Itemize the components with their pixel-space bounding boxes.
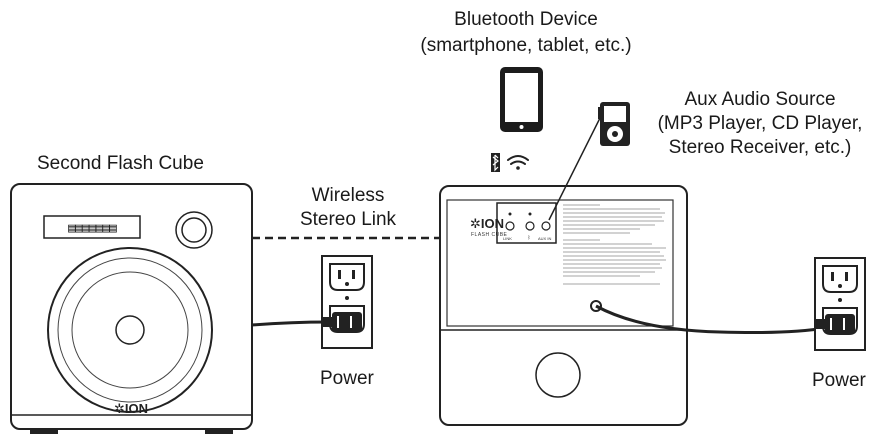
power-left-label: Power <box>320 368 374 389</box>
led-display <box>43 215 141 239</box>
panel-link-label: LINK <box>503 236 512 241</box>
power-outlet-right <box>814 257 866 351</box>
speaker-cone <box>47 247 213 413</box>
power-outlet-left <box>321 255 373 349</box>
volume-knob <box>175 211 213 249</box>
aux-line2: (MP3 Player, CD Player, <box>657 113 863 134</box>
aux-title: Aux Audio Source <box>684 89 836 110</box>
bass-port <box>535 352 581 398</box>
aux-source-label: Aux Audio Source (MP3 Player, CD Player,… <box>640 88 880 159</box>
bluetooth-icon <box>491 153 500 172</box>
main-flash-cube-rear: ᛒ <box>439 185 688 426</box>
second-cube-label: Second Flash Cube <box>37 153 204 174</box>
left-brand-logo: ✲ION <box>114 401 148 416</box>
panel-aux-label: AUX IN <box>538 236 551 241</box>
wireless-link-label: Wireless Stereo Link <box>283 184 413 231</box>
wireless-line2: Stereo Link <box>299 209 397 230</box>
second-flash-cube: ▤▤▤▤▤▤▤ <box>10 183 253 434</box>
mp3-player-icon <box>598 102 630 146</box>
bluetooth-device-label: Bluetooth Device (smartphone, tablet, et… <box>406 8 646 57</box>
power-plug-left <box>322 312 362 332</box>
bluetooth-subtitle: (smartphone, tablet, etc.) <box>420 35 632 56</box>
bluetooth-title: Bluetooth Device <box>454 9 598 30</box>
instruction-text-block <box>563 204 666 285</box>
wireless-line1: Wireless <box>311 185 385 206</box>
aux-line3: Stereo Receiver, etc.) <box>668 137 852 158</box>
panel-bt-glyph: ᛒ <box>527 235 530 241</box>
power-cord-left <box>251 320 331 327</box>
wifi-icon <box>507 155 529 170</box>
svg-text:▤▤▤▤▤▤▤: ▤▤▤▤▤▤▤ <box>68 221 117 236</box>
aux-cable <box>548 117 601 221</box>
right-model-label: FLASH CUBE <box>471 232 508 238</box>
power-plug-right <box>815 314 855 334</box>
power-right-label: Power <box>812 370 866 391</box>
power-cord-right <box>595 304 826 334</box>
right-brand-logo: ✲ION <box>470 216 504 231</box>
tablet-icon <box>500 67 543 132</box>
